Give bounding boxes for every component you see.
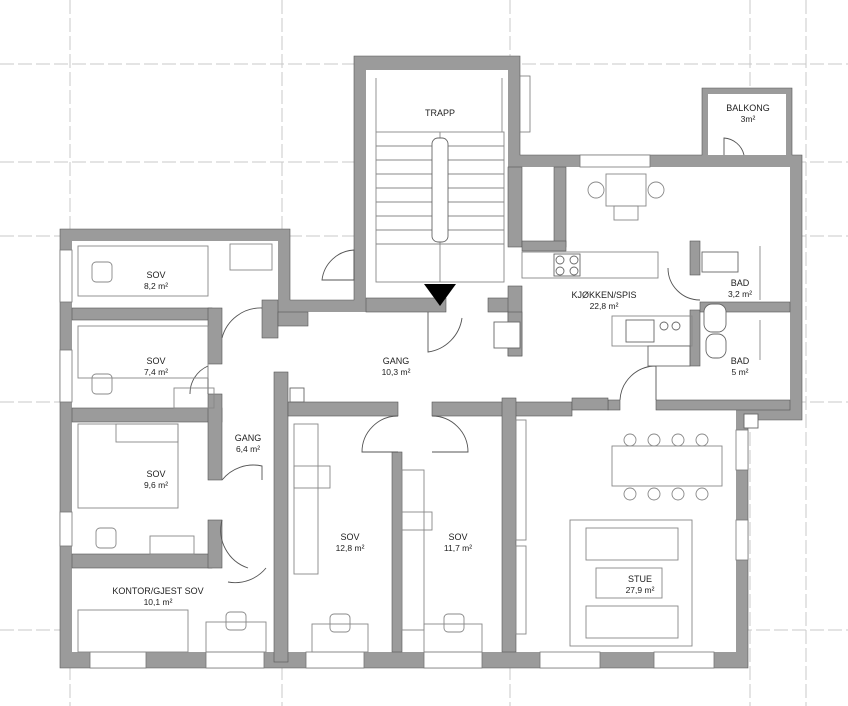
room-area-sov4: 12,8 m² — [336, 543, 365, 553]
room-name-gang-left: GANG — [235, 433, 262, 443]
room-area-gang: 10,3 m² — [382, 367, 411, 377]
windows — [59, 75, 749, 669]
room-name-sov1: SOV — [146, 270, 165, 280]
interior-walls — [71, 166, 791, 663]
staircase — [375, 78, 505, 283]
room-name-balkong: BALKONG — [726, 103, 770, 113]
furniture — [77, 173, 761, 653]
room-area-sov2: 7,4 m² — [144, 367, 168, 377]
room-area-sov1: 8,2 m² — [144, 281, 168, 291]
room-name-sov4: SOV — [340, 532, 359, 542]
room-area-bad2: 5 m² — [732, 367, 749, 377]
room-name-sov5: SOV — [448, 532, 467, 542]
room-area-bad1: 3,2 m² — [728, 289, 752, 299]
room-area-sov3: 9,6 m² — [144, 480, 168, 490]
room-name-bad2: BAD — [731, 356, 750, 366]
room-name-kontor: KONTOR/GJEST SOV — [112, 586, 203, 596]
room-labels: TRAPP BALKONG 3m² SOV 8,2 m² SOV 7,4 m² … — [112, 103, 769, 607]
room-name-gang: GANG — [383, 356, 410, 366]
room-area-gang-left: 6,4 m² — [236, 444, 260, 454]
room-area-kjokken: 22,8 m² — [590, 301, 619, 311]
room-area-stue: 27,9 m² — [626, 585, 655, 595]
room-name-kjokken: KJØKKEN/SPIS — [571, 290, 636, 300]
room-name-sov2: SOV — [146, 356, 165, 366]
room-name-bad1: BAD — [731, 278, 750, 288]
room-name-sov3: SOV — [146, 469, 165, 479]
room-name-trapp: TRAPP — [425, 108, 455, 118]
room-area-balkong: 3m² — [741, 114, 756, 124]
building-shell — [59, 55, 803, 669]
entry-arrow-icon — [424, 284, 456, 306]
room-area-kontor: 10,1 m² — [144, 597, 173, 607]
room-name-stue: STUE — [628, 574, 652, 584]
room-area-sov5: 11,7 m² — [444, 543, 472, 553]
